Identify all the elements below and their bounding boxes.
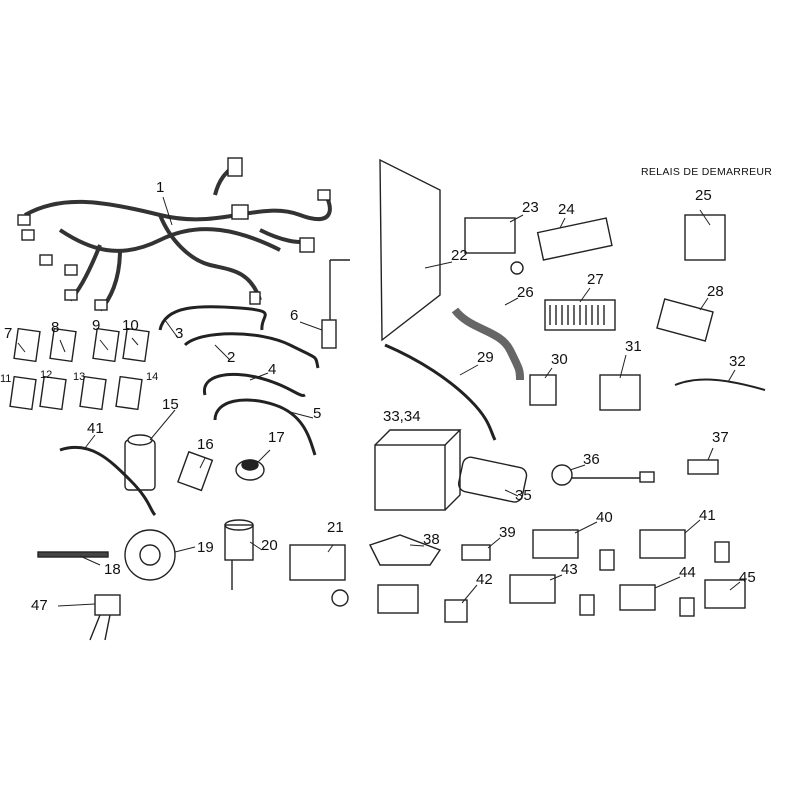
leader-lines [17, 196, 741, 607]
part-label-17: 17 [268, 429, 285, 446]
part-label-39: 39 [499, 524, 516, 541]
cable-4 [203, 372, 306, 397]
part-label-31: 31 [625, 338, 642, 355]
part-label-26: 26 [517, 284, 534, 301]
cable-5 [213, 398, 317, 456]
relay-31 [599, 374, 641, 411]
part-label-41-left: 41 [87, 420, 104, 437]
part-label-5: 5 [313, 405, 322, 422]
starter-relay-25 [684, 214, 726, 261]
part-label-23: 23 [522, 199, 539, 216]
regulator-27 [544, 299, 616, 331]
part-label-29: 29 [477, 349, 494, 366]
main-wiring-harness [24, 163, 332, 312]
part-label-41-right: 41 [699, 507, 716, 524]
part-label-19: 19 [197, 539, 214, 556]
part-label-1: 1 [156, 179, 165, 196]
part-label-8: 8 [51, 319, 60, 336]
part-47 [89, 594, 121, 641]
part-label-3: 3 [175, 325, 184, 342]
horn-19 [124, 529, 176, 581]
part-23 [464, 217, 524, 275]
part-label-21: 21 [327, 519, 344, 536]
switch-panels [9, 327, 150, 411]
part-label-32: 32 [729, 353, 746, 370]
part-label-43: 43 [561, 561, 578, 578]
part-label-18: 18 [104, 561, 121, 578]
part-label-44: 44 [679, 564, 696, 581]
part-18 [37, 551, 109, 558]
meter-35 [457, 456, 528, 503]
cdi-28 [656, 298, 714, 342]
battery-33-34 [374, 429, 462, 511]
bracket-38 [369, 534, 442, 566]
part-label-40: 40 [596, 509, 613, 526]
part-label-7: 7 [4, 325, 13, 342]
part-label-45: 45 [739, 569, 756, 586]
harness-29 [384, 343, 497, 441]
part-label-14: 14 [146, 371, 159, 383]
part-16 [177, 450, 214, 492]
sub-harness-41 [59, 445, 157, 517]
cable-2 [183, 332, 320, 369]
part-label-12: 12 [40, 369, 53, 381]
part-37 [687, 459, 719, 475]
part-label-27: 27 [587, 271, 604, 288]
part-label-25: 25 [695, 187, 712, 204]
part-label-6: 6 [290, 307, 299, 324]
sensor-6 [321, 259, 350, 349]
part-label-13: 13 [73, 371, 86, 383]
part-label-16: 16 [197, 436, 214, 453]
part-label-9: 9 [92, 317, 101, 334]
part-label-24: 24 [558, 201, 575, 218]
part-label-11: 11 [0, 373, 12, 385]
button-17 [235, 459, 265, 481]
panel-22 [379, 158, 441, 342]
part-label-35: 35 [515, 487, 532, 504]
part-30 [529, 374, 557, 406]
part-label-15: 15 [162, 396, 179, 413]
part-label-47: 47 [31, 597, 48, 614]
connectors-40-45 [377, 529, 746, 623]
harness-connectors [17, 157, 331, 311]
part-label-20: 20 [261, 537, 278, 554]
part-21 [289, 544, 349, 607]
sensor-36 [551, 464, 655, 486]
part-39 [461, 544, 491, 561]
part-label-10: 10 [122, 317, 139, 334]
part-20 [224, 519, 254, 590]
part-label-2: 2 [227, 349, 236, 366]
part-label-33-34: 33,34 [383, 408, 421, 425]
part-label-30: 30 [551, 351, 568, 368]
cable-3 [158, 305, 267, 331]
harness-32 [674, 378, 766, 391]
part-label-37: 37 [712, 429, 729, 446]
starter-relay-caption: RELAIS DE DEMARREUR [641, 166, 773, 178]
part-label-42: 42 [476, 571, 493, 588]
ignition-coil-15 [124, 434, 156, 491]
part-label-4: 4 [268, 361, 277, 378]
part-24 [536, 217, 613, 261]
part-label-36: 36 [583, 451, 600, 468]
part-label-28: 28 [707, 283, 724, 300]
part-label-38: 38 [423, 531, 440, 548]
part-26 [451, 307, 524, 381]
part-label-22: 22 [451, 247, 468, 264]
